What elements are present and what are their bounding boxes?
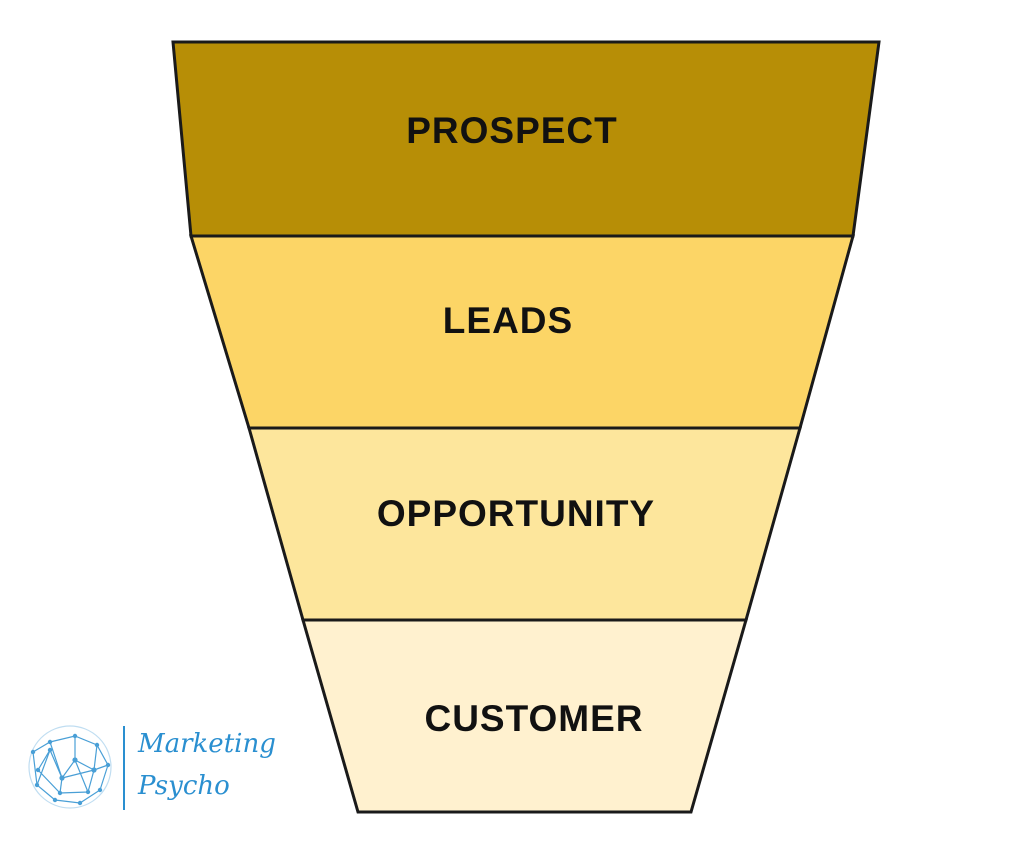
logo-text-line2: Psycho xyxy=(137,771,230,801)
funnel-stage-opportunity: OPPORTUNITY xyxy=(247,426,802,622)
funnel-stage-leads-label: LEADS xyxy=(443,300,573,341)
funnel-stage-customer-label: CUSTOMER xyxy=(424,698,643,739)
logo-text-line1: Marketing xyxy=(137,729,276,759)
funnel-stage-prospect-label: PROSPECT xyxy=(406,110,618,151)
funnel-stage-leads: LEADS xyxy=(188,234,855,430)
marketing-psycho-logo: Marketing Psycho xyxy=(28,725,276,810)
funnel-stage-prospect: PROSPECT xyxy=(171,40,881,238)
funnel-stage-customer-shape xyxy=(301,618,748,814)
funnel-stage-opportunity-label: OPPORTUNITY xyxy=(377,493,655,534)
funnel-stage-customer: CUSTOMER xyxy=(301,618,748,814)
network-globe-icon xyxy=(28,725,112,809)
